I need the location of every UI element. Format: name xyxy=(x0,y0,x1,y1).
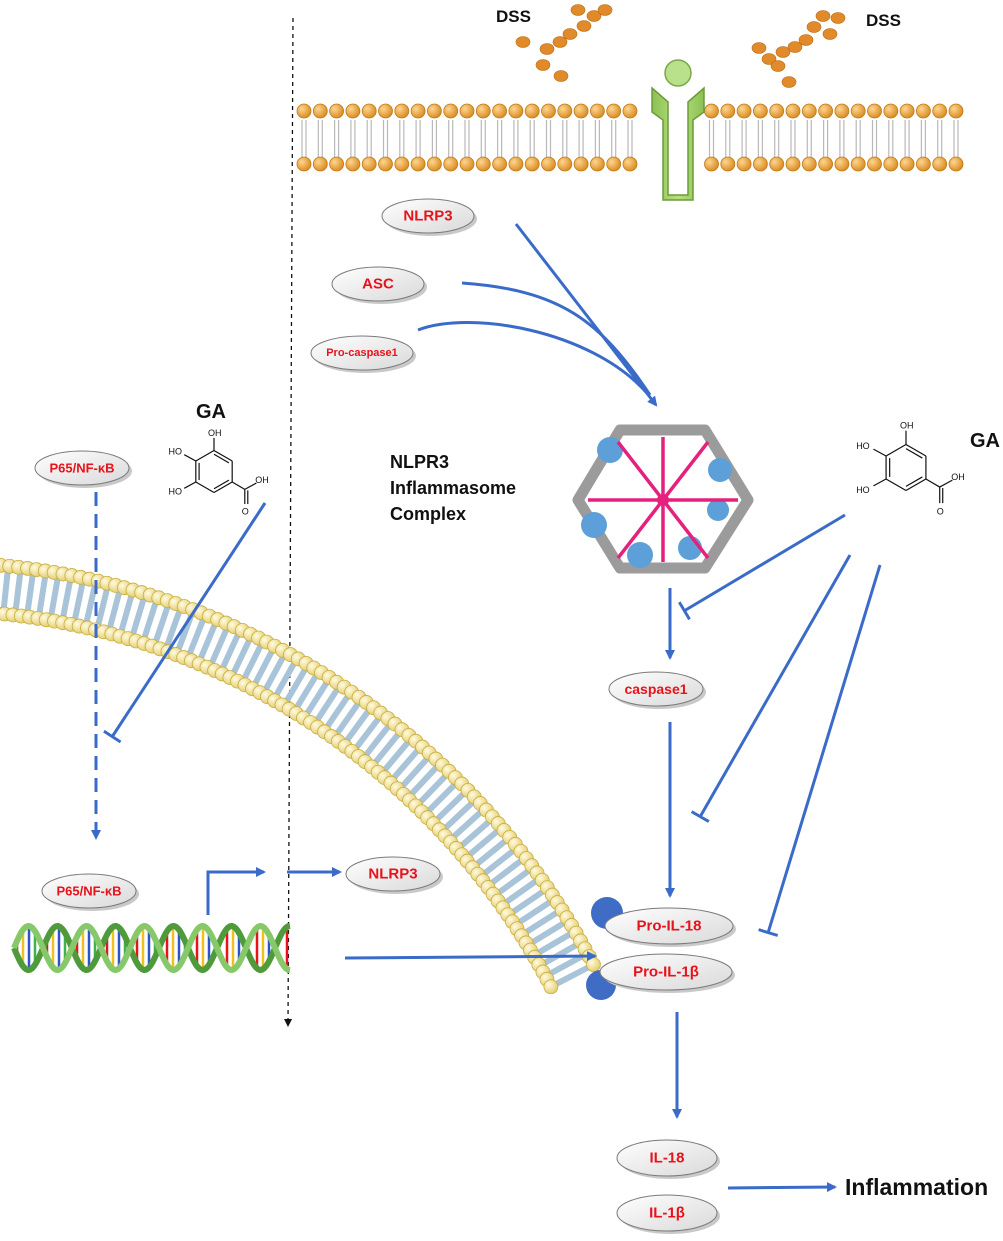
ga-right-label: GA xyxy=(970,430,1000,452)
node-label: P65/NF-κB xyxy=(49,461,114,476)
node-label: Pro-IL-1β xyxy=(633,964,699,981)
node-pro-il18: Pro-IL-18 xyxy=(604,907,736,947)
inflammation-label: Inflammation xyxy=(845,1174,988,1200)
node-p65-nucleus: P65/NF-κB xyxy=(41,873,139,911)
membrane-receptor-icon xyxy=(651,59,705,201)
node-label: IL-18 xyxy=(649,1150,684,1167)
svg-text:HO: HO xyxy=(856,441,870,451)
node-pro-caspase1: Pro-caspase1 xyxy=(310,335,416,373)
compartment-divider xyxy=(284,17,294,1027)
dna-helix-icon xyxy=(11,922,291,974)
ga-left-label: GA xyxy=(196,401,226,423)
complex-label-line2: Inflammasome xyxy=(390,478,516,498)
node-label: NLRP3 xyxy=(403,208,452,225)
dss-particles-icon xyxy=(515,4,846,88)
node-label: P65/NF-κB xyxy=(56,884,121,899)
gallic-acid-structure-icon: OH HO HO OH O xyxy=(856,420,965,516)
svg-text:OH: OH xyxy=(951,472,965,482)
complex-label-line1: NLPR3 xyxy=(390,452,449,472)
gallic-acid-structure-icon: OH HO HO OH O xyxy=(169,428,269,517)
inhibition-ga-caspase1 xyxy=(690,554,852,823)
node-pro-il1b: Pro-IL-1β xyxy=(599,953,735,993)
inhibition-ga-complex xyxy=(678,513,846,621)
svg-text:OH: OH xyxy=(208,428,222,438)
lipid-bilayer-icon xyxy=(296,103,964,172)
node-label: IL-1β xyxy=(649,1205,685,1222)
svg-text:OH: OH xyxy=(255,475,269,485)
nuclear-membrane-icon xyxy=(0,557,601,995)
node-label: Pro-caspase1 xyxy=(326,347,398,359)
arrow-dna-to-pro-il xyxy=(344,951,597,962)
svg-text:O: O xyxy=(937,507,944,517)
svg-text:HO: HO xyxy=(169,487,183,497)
svg-text:O: O xyxy=(242,507,249,517)
complex-label-line3: Complex xyxy=(390,504,466,524)
arrow-nlrp3-to-complex xyxy=(514,223,658,407)
inhibition-ga-p65 xyxy=(103,502,267,744)
node-label: NLRP3 xyxy=(368,866,417,883)
node-il1b: IL-1β xyxy=(616,1194,720,1234)
node-caspase1: caspase1 xyxy=(608,671,706,709)
inhibition-ga-pro-il xyxy=(758,564,882,937)
svg-text:OH: OH xyxy=(900,420,914,430)
node-nlrp3-mid: NLRP3 xyxy=(345,856,443,894)
node-il18: IL-18 xyxy=(616,1139,720,1179)
svg-text:HO: HO xyxy=(169,447,183,457)
dss-right-label: DSS xyxy=(866,11,901,30)
node-asc: ASC xyxy=(331,266,427,304)
node-nlrp3-top: NLRP3 xyxy=(381,198,477,236)
node-label: ASC xyxy=(362,276,394,293)
arrow-transcription xyxy=(206,867,266,915)
node-label: Pro-IL-18 xyxy=(636,918,701,935)
dss-left-label: DSS xyxy=(496,7,531,26)
node-p65-cyto: P65/NF-κB xyxy=(34,450,132,488)
arrow-il-to-inflammation xyxy=(727,1182,837,1193)
arrow-procaspase-to-complex xyxy=(417,321,648,394)
arrow-asc-to-complex xyxy=(461,281,652,396)
node-label: caspase1 xyxy=(624,681,687,697)
inflammasome-complex-icon xyxy=(572,424,754,574)
svg-text:HO: HO xyxy=(856,485,870,495)
